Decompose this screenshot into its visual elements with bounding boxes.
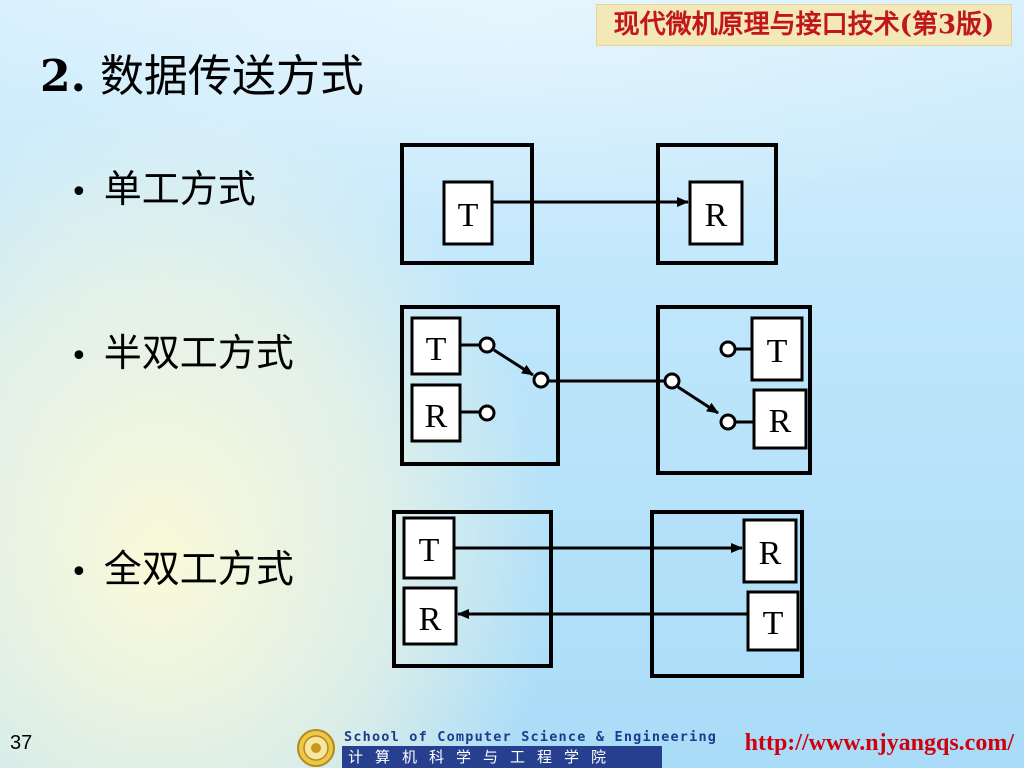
half-duplex-left-receiver-label: R — [425, 398, 448, 435]
half-duplex-left-transmitter-label: T — [426, 331, 447, 368]
full-duplex-left-transmitter-label: T — [419, 532, 440, 569]
simplex-transmitter-label: T — [458, 197, 479, 234]
half-duplex-right-switch-pivot — [663, 372, 681, 390]
full-duplex-right-transmitter-label: T — [763, 605, 784, 642]
simplex-transmitter-box — [442, 180, 494, 246]
half-duplex-left-switch-blade — [493, 348, 534, 377]
full-duplex-right-receiver-label: R — [759, 535, 782, 572]
full-duplex-left-receiver-label: R — [419, 601, 442, 638]
simplex-receiver-label: R — [705, 197, 728, 234]
school-name-english: School of Computer Science & Engineering — [344, 729, 718, 745]
full-duplex-right-transmitter-box — [746, 590, 800, 652]
bullet-half-duplex-label: 半双工方式 — [103, 331, 294, 375]
title-number: 2. — [40, 51, 86, 102]
half-duplex-left-r-contact — [478, 404, 496, 422]
full-duplex-right-station — [650, 510, 804, 678]
half-duplex-right-t-contact — [719, 340, 737, 358]
bullet-dot: • — [70, 555, 88, 590]
simplex-receiver-box — [688, 180, 744, 246]
full-duplex-left-receiver-box — [402, 586, 458, 646]
full-duplex-left-station — [392, 510, 553, 668]
bullet-dot: • — [70, 339, 88, 374]
bullet-dot: • — [70, 175, 88, 210]
half-duplex-right-receiver-box — [752, 388, 808, 450]
half-duplex-diagram: T R T R — [400, 305, 812, 475]
bullet-half-duplex: • 半双工方式 — [70, 322, 294, 377]
half-duplex-right-switch-blade — [677, 385, 719, 415]
half-duplex-left-switch-pivot — [532, 371, 550, 389]
half-duplex-right-transmitter-box — [750, 316, 804, 382]
half-duplex-right-station — [656, 305, 812, 475]
bullet-simplex-label: 单工方式 — [103, 167, 256, 211]
slide-number: 37 — [10, 732, 33, 754]
full-duplex-right-receiver-box — [742, 518, 798, 584]
bullet-full-duplex: • 全双工方式 — [70, 538, 294, 593]
bullet-simplex: • 单工方式 — [70, 158, 256, 213]
school-name-chinese: 计算机科学与工程学院 — [342, 746, 662, 768]
full-duplex-diagram: T R R T — [392, 510, 804, 678]
half-duplex-right-transmitter-label: T — [767, 333, 788, 370]
book-title-banner: 现代微机原理与接口技术(第3版) — [596, 4, 1012, 46]
bullet-full-duplex-label: 全双工方式 — [103, 547, 294, 591]
half-duplex-left-station — [400, 305, 560, 466]
half-duplex-right-r-contact — [719, 413, 737, 431]
simplex-right-station — [656, 143, 778, 265]
half-duplex-left-t-contact — [478, 336, 496, 354]
simplex-diagram: T R — [400, 143, 778, 265]
website-link[interactable]: http://www.njyangqs.com/ — [744, 730, 1014, 756]
school-seal-icon — [297, 729, 335, 767]
title-text: 数据传送方式 — [99, 51, 364, 102]
page-title: 2. 数据传送方式 — [40, 40, 364, 104]
simplex-left-station — [400, 143, 534, 265]
half-duplex-right-receiver-label: R — [769, 403, 792, 440]
